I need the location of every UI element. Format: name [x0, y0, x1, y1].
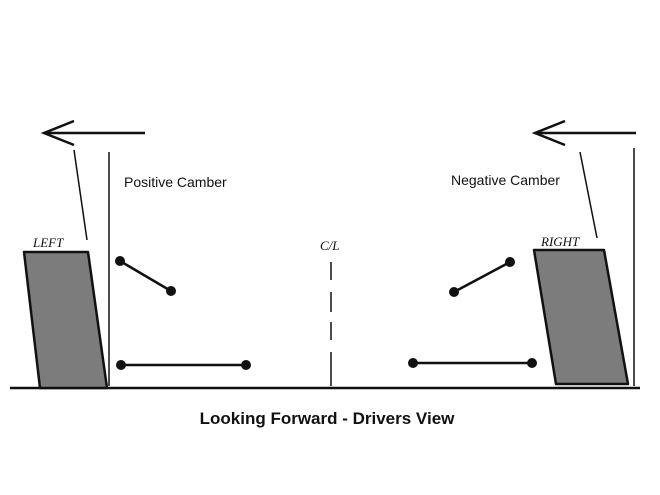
- left-arrow: [40, 119, 145, 147]
- left-lower-arm: [116, 360, 251, 370]
- left-tire: [22, 250, 109, 390]
- left-upper-arm: [115, 256, 176, 296]
- right-camber-label: Negative Camber: [451, 172, 560, 188]
- right-upper-arm: [449, 257, 515, 297]
- right-tire-label: RIGHT: [540, 234, 580, 249]
- left-tilt-line: [73, 149, 88, 241]
- right-tilt-line: [579, 151, 598, 239]
- left-tire-label: LEFT: [32, 235, 64, 250]
- right-lower-arm: [408, 358, 537, 368]
- centerline-label: C/L: [320, 238, 340, 253]
- right-tire: [532, 248, 630, 386]
- left-camber-label: Positive Camber: [124, 174, 227, 190]
- right-arrow: [531, 119, 636, 147]
- caption: Looking Forward - Drivers View: [200, 409, 456, 428]
